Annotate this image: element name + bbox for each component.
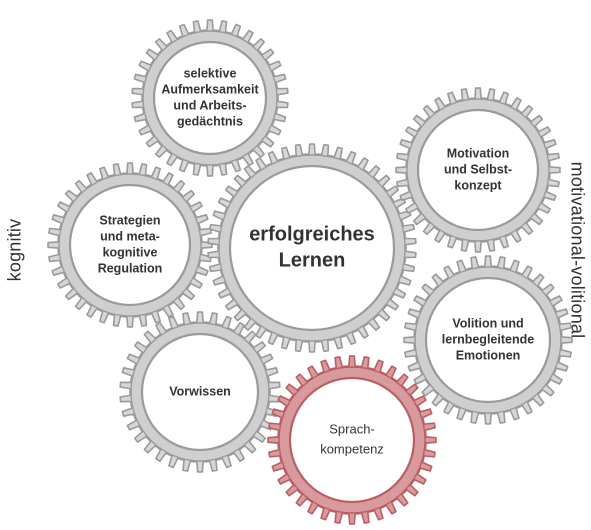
gear-label-line: Aufmerksamkeit [161,82,259,96]
gear-label-line: gedächtnis [177,114,243,128]
gear-label-line: und Arbeits- [173,98,246,112]
gear-label-line: erfolgreiches [249,223,375,245]
gear-face [424,276,552,404]
gear-label-line: lernbegleitende [442,332,534,346]
gear-face [288,376,416,504]
gear-label-line: Motivation [447,146,510,160]
gear-label-line: Lernen [279,249,346,271]
gear-face [68,183,192,307]
gear-vorwissen: Vorwissen [119,311,281,473]
gear-face [152,40,268,156]
gear-label-line: und meta- [100,229,160,243]
gear-label-line: Sprach- [329,421,375,436]
gear-label-line: Regulation [98,261,163,275]
gear-label-line: Emotionen [456,348,521,362]
gear-label-line: Vorwissen [169,384,231,398]
gear-face [228,164,396,332]
gear-motivation: Motivation und Selbst-konzept [395,87,561,253]
cognitive-axis-label: kognitiv [4,218,25,282]
gear-label-line: und Selbst- [444,162,512,176]
gear-face [416,108,540,232]
motivational-volitional-axis-label: motivational-volitional [567,161,588,339]
gear-label-line: kognitive [103,245,158,259]
gear-label-line: selektive [184,66,237,80]
gear-sprach: Sprach-kompetenz [267,355,437,525]
gear-label-line: Volition und [452,316,523,330]
gear-label-line: konzept [454,178,502,192]
gear-face [140,332,260,452]
gear-label-line: kompetenz [320,441,384,456]
gear-label-line: Strategien [99,213,160,227]
